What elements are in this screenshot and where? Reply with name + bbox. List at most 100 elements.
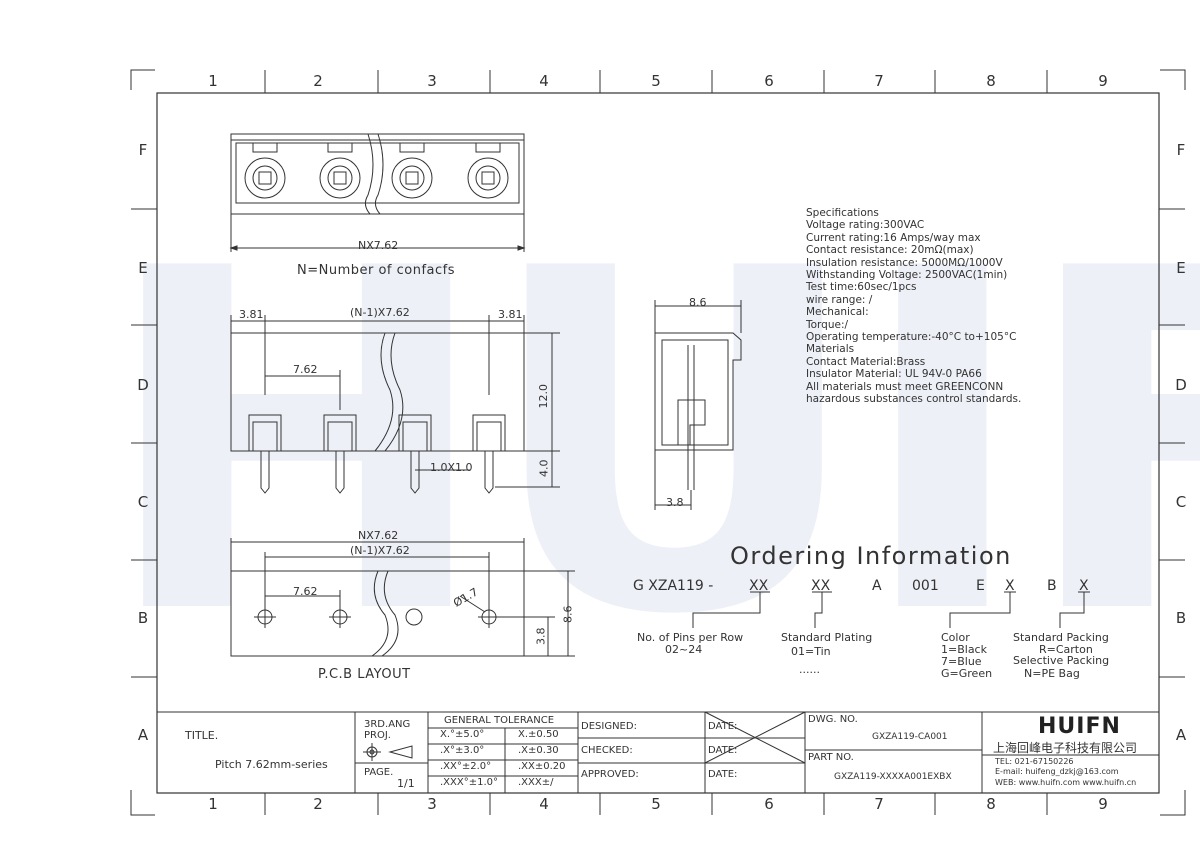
spec-line: Voltage rating:300VAC: [806, 219, 925, 232]
plating-value: 01=Tin: [791, 645, 831, 658]
zone-column-9-top: 9: [1098, 72, 1108, 90]
dwg-no-value: GXZA119-CA001: [872, 732, 948, 742]
ordering-title: Ordering Information: [730, 542, 1012, 570]
ordering-code-e: E: [976, 578, 985, 594]
approved-date-label: DATE:: [708, 769, 738, 780]
zone-column-9-bottom: 9: [1098, 795, 1108, 813]
color-blue: 7=Blue: [941, 655, 982, 668]
front-view: [230, 315, 560, 494]
zone-row-E-right: E: [1176, 259, 1186, 277]
part-no-value: GXZA119-XXXXA001EXBX: [834, 772, 952, 782]
company-web: WEB: www.huifn.com www.huifn.cn: [995, 778, 1137, 787]
color-black: 1=Black: [941, 643, 987, 656]
page-label: PAGE.: [364, 767, 394, 778]
pcb-dim-span: (N-1)X7.62: [350, 544, 410, 557]
zone-column-3-bottom: 3: [427, 795, 437, 813]
plating-more: ......: [799, 663, 820, 676]
zone-row-F-left: F: [138, 141, 148, 159]
zone-row-D-left: D: [137, 376, 149, 394]
zone-column-7-top: 7: [874, 72, 884, 90]
spec-line: Insulator Material: UL 94V-0 PA66: [806, 368, 982, 381]
packing-label: Standard Packing: [1013, 631, 1109, 644]
pcb-dim-offset: 3.8: [534, 627, 548, 646]
zone-column-2-top: 2: [313, 72, 323, 90]
packing-value: R=Carton: [1039, 643, 1093, 656]
front-dim-pin-length: 4.0: [537, 459, 551, 478]
zone-row-B-left: B: [137, 609, 149, 627]
zone-column-5-bottom: 5: [651, 795, 661, 813]
side-dim-width: 8.6: [689, 296, 707, 309]
ordering-code-plating: XX: [811, 578, 831, 594]
zone-column-3-top: 3: [427, 72, 437, 90]
pcb-dim-height: 8.6: [561, 605, 575, 624]
spec-line: All materials must meet GREENCONN: [806, 380, 1004, 393]
title-label: TITLE.: [185, 729, 219, 742]
pcb-layout-view: [230, 538, 575, 657]
top-view: [229, 133, 526, 252]
spec-line: Test time:60sec/1pcs: [806, 281, 917, 294]
checked-date-label: DATE:: [708, 745, 738, 756]
front-dim-right: 3.81: [498, 308, 523, 321]
spec-line: wire range: /: [806, 293, 873, 306]
approved-label: APPROVED:: [581, 769, 639, 780]
ordering-code-a: A: [872, 578, 882, 594]
tolerance-header: GENERAL TOLERANCE: [444, 715, 555, 726]
company-logo: HUIFN: [1038, 714, 1121, 739]
spec-line: Operating temperature:-40°C to+105°C: [806, 331, 1017, 344]
selective-value: N=PE Bag: [1024, 667, 1080, 680]
title-block-grid: [157, 711, 1159, 793]
tolerance-cell: .XX°±2.0°: [440, 761, 492, 772]
company-email: E-mail: huifeng_dzkj@163.com: [995, 767, 1119, 776]
projection-label: 3RD.ANG PROJ.: [364, 719, 411, 741]
tolerance-cell: .XXX°±1.0°: [440, 777, 499, 788]
spec-line: Torque:/: [806, 318, 849, 331]
zone-column-8-bottom: 8: [986, 795, 996, 813]
zone-column-4-bottom: 4: [539, 795, 549, 813]
tolerance-cell: .XX±0.20: [518, 761, 566, 772]
top-caption: N=Number of confacfs: [297, 263, 456, 278]
pcb-dim-pitch: 7.62: [293, 585, 318, 598]
front-dim-height: 12.0: [537, 384, 550, 409]
tolerance-cell: X.±0.50: [518, 729, 559, 740]
front-dim-left: 3.81: [239, 308, 264, 321]
zone-row-F-right: F: [1176, 141, 1186, 159]
ordering-code-color: X: [1005, 578, 1015, 594]
zone-column-8-top: 8: [986, 72, 996, 90]
top-dim-label: NX7.62: [358, 239, 399, 252]
ordering-code-001: 001: [912, 578, 939, 594]
front-dim-pitch: 7.62: [293, 363, 318, 376]
zone-row-D-right: D: [1175, 376, 1187, 394]
plating-label: Standard Plating: [781, 631, 873, 644]
spec-line: Materials: [806, 343, 855, 356]
tolerance-cell: .X°±3.0°: [440, 745, 485, 756]
pcb-caption: P.C.B LAYOUT: [318, 667, 411, 682]
part-no-label: PART NO.: [808, 752, 854, 763]
spec-line: Contact resistance: 20mΩ(max): [806, 244, 974, 257]
zone-column-7-bottom: 7: [874, 795, 884, 813]
spec-line: Specifications: [806, 207, 879, 219]
ordering-code-packing: X: [1079, 578, 1089, 594]
tolerance-cell: X.°±5.0°: [440, 729, 485, 740]
spec-line: Withstanding Voltage: 2500VAC(1min): [806, 269, 1008, 282]
zone-row-A-left: A: [137, 726, 149, 744]
spec-line: hazardous substances control standards.: [806, 393, 1022, 406]
color-green: G=Green: [941, 667, 993, 680]
designed-date-label: DATE:: [708, 721, 738, 732]
spec-line: Current rating:16 Amps/way max: [806, 231, 981, 244]
tolerance-cell: .XXX±/: [518, 777, 554, 788]
color-label: Color: [941, 631, 970, 644]
spec-line: Contact Material:Brass: [806, 355, 926, 368]
tolerance-cell: .X±0.30: [518, 745, 559, 756]
spec-line: Mechanical:: [806, 306, 869, 319]
ordering-code-b: B: [1047, 578, 1057, 594]
side-dim-pin-offset: 3.8: [666, 496, 684, 509]
ordering-code-pins: XX: [749, 578, 769, 594]
front-dim-pin-size: 1.0X1.0: [430, 461, 473, 474]
zone-row-C-left: C: [137, 493, 149, 511]
dwg-no-label: DWG. NO.: [808, 714, 858, 725]
zone-row-B-right: B: [1175, 609, 1187, 627]
zone-column-2-bottom: 2: [313, 795, 323, 813]
